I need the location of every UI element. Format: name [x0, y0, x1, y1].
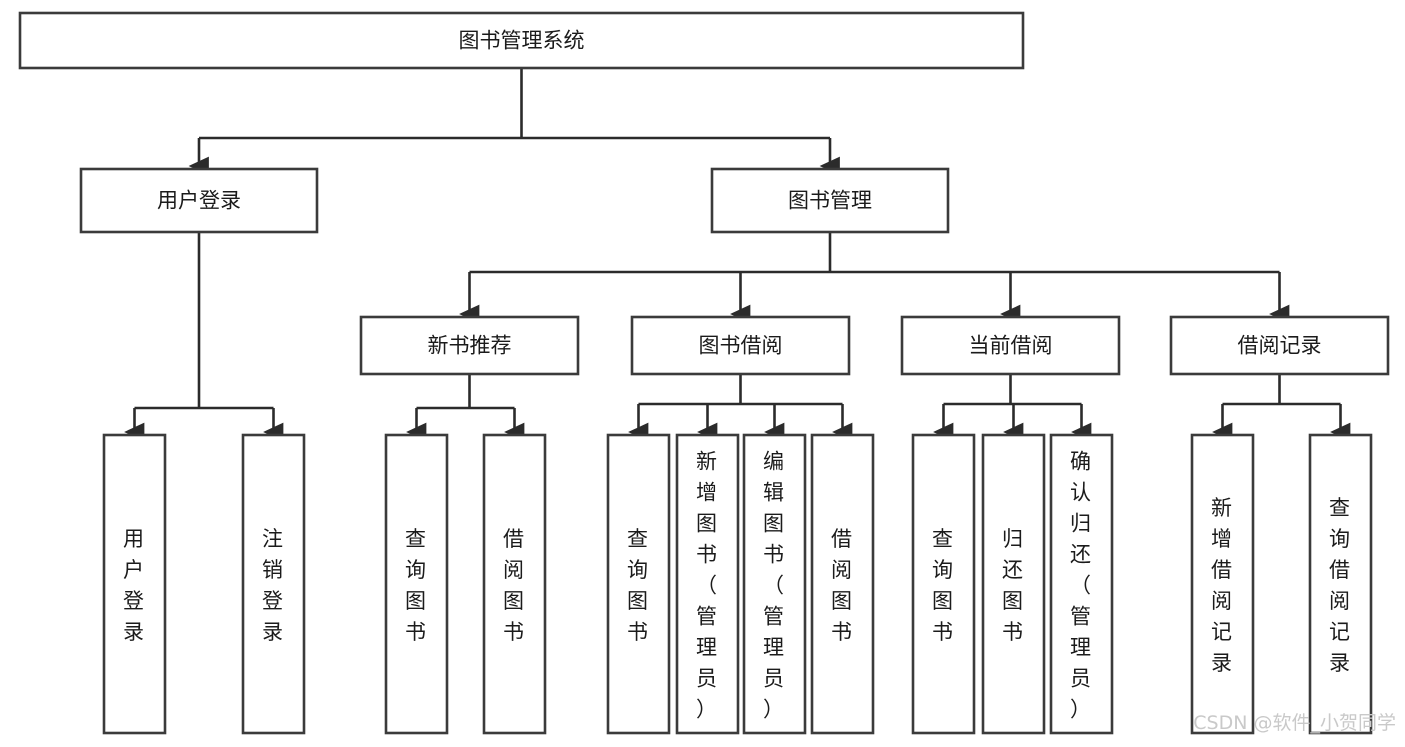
node-box-borrow[interactable]: [630, 315, 851, 376]
node-box-leaf-rc-add[interactable]: [1190, 433, 1255, 735]
node-borrow[interactable]: 图书借阅: [630, 315, 851, 376]
node-box-leaf-rc-query[interactable]: [1308, 433, 1373, 735]
node-box-leaf-cb-return[interactable]: [981, 433, 1046, 735]
node-box-root[interactable]: [18, 11, 1025, 70]
node-label-leaf-rc-add: 新增借阅记录: [1211, 496, 1234, 675]
node-leaf-nb-query[interactable]: 查询图书: [384, 433, 449, 735]
node-label-leaf-user-logout: 注销登录: [262, 527, 285, 644]
node-leaf-bk-borrow[interactable]: 借阅图书: [810, 433, 875, 735]
node-box-newbook[interactable]: [359, 315, 580, 376]
node-label-leaf-cb-query: 查询图书: [932, 527, 955, 644]
node-login[interactable]: 用户登录: [79, 167, 319, 234]
node-box-records[interactable]: [1169, 315, 1390, 376]
connector-group-records: [1212, 374, 1351, 442]
node-newbook[interactable]: 新书推荐: [359, 315, 580, 376]
node-leaf-rc-add[interactable]: 新增借阅记录: [1190, 433, 1255, 735]
connector-group-borrow: [628, 374, 853, 442]
node-box-login[interactable]: [79, 167, 319, 234]
node-box-leaf-bk-edit[interactable]: [742, 433, 807, 735]
node-box-leaf-cb-query[interactable]: [911, 433, 976, 735]
node-records[interactable]: 借阅记录: [1169, 315, 1390, 376]
node-root[interactable]: 图书管理系统: [18, 11, 1025, 70]
node-leaf-nb-borrow[interactable]: 借阅图书: [482, 433, 547, 735]
node-label-current: 当前借阅: [969, 334, 1053, 358]
node-label-leaf-bk-edit: 编辑图书（管理员）: [763, 450, 786, 722]
node-box-leaf-bk-borrow[interactable]: [810, 433, 875, 735]
node-box-leaf-user-logout[interactable]: [241, 433, 306, 735]
connector-group-root: [188, 68, 840, 176]
node-box-leaf-bk-add[interactable]: [675, 433, 740, 735]
node-box-bookmgmt[interactable]: [710, 167, 950, 234]
connector-group-newbook: [406, 374, 525, 442]
node-label-leaf-bk-borrow: 借阅图书: [831, 527, 854, 644]
node-label-leaf-rc-query: 查询借阅记录: [1329, 496, 1352, 675]
node-label-leaf-cb-return: 归还图书: [1002, 527, 1025, 644]
node-label-login: 用户登录: [157, 189, 241, 213]
node-label-records: 借阅记录: [1238, 334, 1322, 358]
node-leaf-user-logout[interactable]: 注销登录: [241, 433, 306, 735]
node-bookmgmt[interactable]: 图书管理: [710, 167, 950, 234]
node-leaf-cb-confirm[interactable]: 确认归还（管理员）: [1049, 433, 1114, 735]
node-label-newbook: 新书推荐: [428, 334, 512, 358]
node-box-leaf-user-login[interactable]: [102, 433, 167, 735]
connector-group-current: [933, 374, 1092, 442]
node-box-leaf-nb-query[interactable]: [384, 433, 449, 735]
node-leaf-rc-query[interactable]: 查询借阅记录: [1308, 433, 1373, 735]
node-leaf-cb-query[interactable]: 查询图书: [911, 433, 976, 735]
node-label-leaf-cb-confirm: 确认归还（管理员）: [1070, 450, 1093, 722]
connector-layer: [124, 68, 1351, 442]
node-label-leaf-bk-query: 查询图书: [627, 527, 650, 644]
node-label-borrow: 图书借阅: [699, 334, 783, 358]
node-layer: 图书管理系统用户登录图书管理新书推荐图书借阅当前借阅借阅记录用户登录注销登录查询…: [18, 11, 1390, 735]
node-leaf-user-login[interactable]: 用户登录: [102, 433, 167, 735]
node-label-leaf-user-login: 用户登录: [123, 527, 146, 644]
node-box-leaf-bk-query[interactable]: [606, 433, 671, 735]
node-label-leaf-bk-add: 新增图书（管理员）: [696, 450, 719, 722]
csdn-watermark: CSDN @软件_小贺同学: [1193, 712, 1396, 734]
node-box-current[interactable]: [900, 315, 1121, 376]
node-label-root: 图书管理系统: [459, 29, 585, 53]
node-box-leaf-cb-confirm[interactable]: [1049, 433, 1114, 735]
node-leaf-bk-add[interactable]: 新增图书（管理员）: [675, 433, 740, 735]
node-label-leaf-nb-borrow: 借阅图书: [503, 527, 526, 644]
connector-group-bookmgmt: [459, 232, 1290, 324]
node-leaf-bk-edit[interactable]: 编辑图书（管理员）: [742, 433, 807, 735]
node-label-leaf-nb-query: 查询图书: [405, 527, 428, 644]
node-leaf-bk-query[interactable]: 查询图书: [606, 433, 671, 735]
node-label-bookmgmt: 图书管理: [788, 189, 872, 213]
connector-group-login: [124, 232, 284, 442]
node-leaf-cb-return[interactable]: 归还图书: [981, 433, 1046, 735]
node-box-leaf-nb-borrow[interactable]: [482, 433, 547, 735]
node-current[interactable]: 当前借阅: [900, 315, 1121, 376]
